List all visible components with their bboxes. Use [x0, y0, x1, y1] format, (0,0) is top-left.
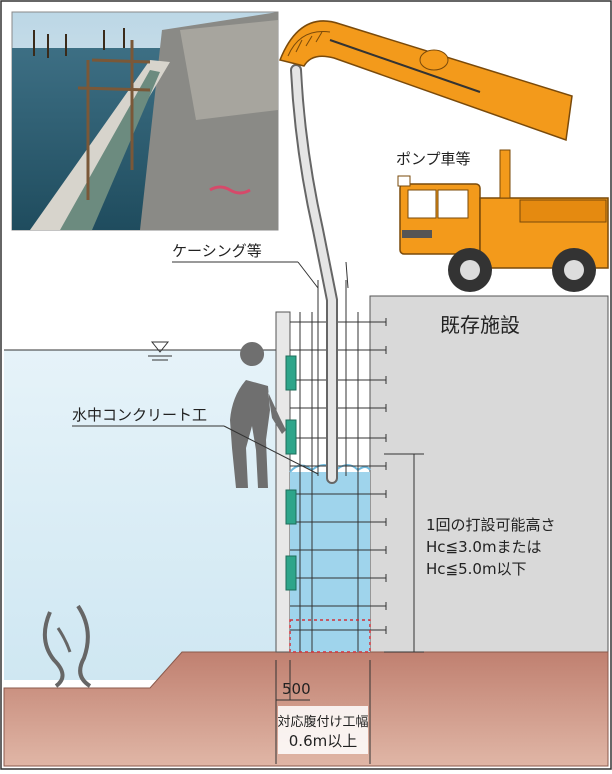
pump-truck-label: ポンプ車等: [396, 150, 471, 168]
pour-height-label-1: 1回の打設可能高さ: [426, 516, 556, 534]
concrete-pour-area: [290, 472, 370, 652]
site-photo: [11, 11, 279, 231]
diver-silhouette: [230, 342, 286, 488]
water-level-marker: [148, 341, 172, 361]
pour-height-label-2: Hc≦3.0mまたは: [426, 538, 542, 556]
water-area: [4, 350, 276, 680]
pump-boom: [278, 20, 573, 142]
seaweed-decoration: [42, 604, 92, 688]
existing-facility-label: 既存施設: [440, 313, 520, 337]
formwork-panels: [285, 355, 297, 591]
underwater-concrete-label: 水中コンクリート工: [72, 406, 207, 424]
dim-500-label: 500: [282, 680, 311, 698]
casing-label: ケーシング等: [172, 242, 262, 260]
pump-truck: [397, 149, 609, 292]
dashed-base-outline: [289, 619, 371, 653]
existing-facility-block: [369, 295, 609, 653]
vertical-supports: [299, 312, 359, 652]
pour-height-label-3: Hc≦5.0m以下: [426, 560, 527, 578]
width-label-1: 対応腹付け工幅: [277, 714, 368, 730]
width-label-box: [278, 706, 368, 754]
width-label-2: 0.6m以上: [289, 732, 357, 750]
width-dimension: [275, 660, 371, 764]
pour-height-dimension: [384, 453, 424, 653]
